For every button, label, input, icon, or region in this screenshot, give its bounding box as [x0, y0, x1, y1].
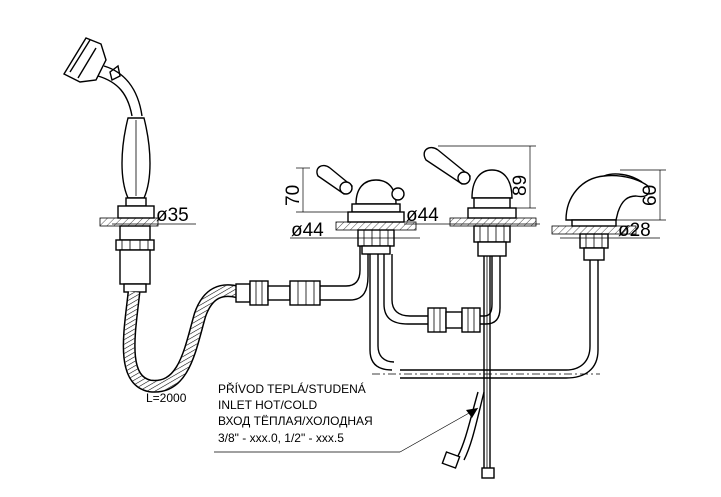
hand-shower: [63, 37, 159, 293]
bath-spout: [400, 173, 650, 379]
note-line-russian: ВХОД ТЁПЛАЯ/ХОЛОДНАЯ: [218, 414, 373, 428]
dimension-tap-right: 89 ø44: [404, 145, 540, 226]
cross-connector: [427, 256, 501, 333]
tap-right: [423, 146, 537, 257]
inlet-note: PŘÍVOD TEPLÁ/STUDENÁ INLET HOT/COLD ВХОД…: [218, 381, 373, 445]
note-line-english: INLET HOT/COLD: [218, 398, 317, 412]
dimension-spout: 60 ø28: [560, 169, 666, 241]
note-line-czech: PŘÍVOD TEPLÁ/STUDENÁ: [218, 381, 366, 396]
tap-right-height-label: 89: [510, 175, 531, 196]
note-line-thread-sizes: 3/8" - xxx.0, 1/2" - xxx.5: [218, 431, 344, 445]
hose-coupling: [235, 244, 369, 306]
note-leader: [214, 407, 479, 453]
inlet-pipes: [441, 256, 495, 479]
dimension-handshower-diameter: ø35: [112, 205, 196, 226]
dimension-tap-left: 70 ø44: [283, 167, 420, 241]
tap-left-diameter-label: ø44: [291, 220, 324, 241]
shower-hose: L=2000: [122, 284, 240, 405]
hose-length-label: L=2000: [146, 391, 187, 405]
spout-diameter-label: ø28: [618, 220, 651, 241]
tap-left: [316, 164, 417, 255]
handshower-diameter-label: ø35: [156, 205, 189, 226]
tap-right-diameter-label: ø44: [406, 205, 439, 226]
spout-height-label: 60: [640, 185, 661, 206]
pipe-left: [369, 254, 428, 371]
tap-left-height-label: 70: [283, 185, 304, 206]
